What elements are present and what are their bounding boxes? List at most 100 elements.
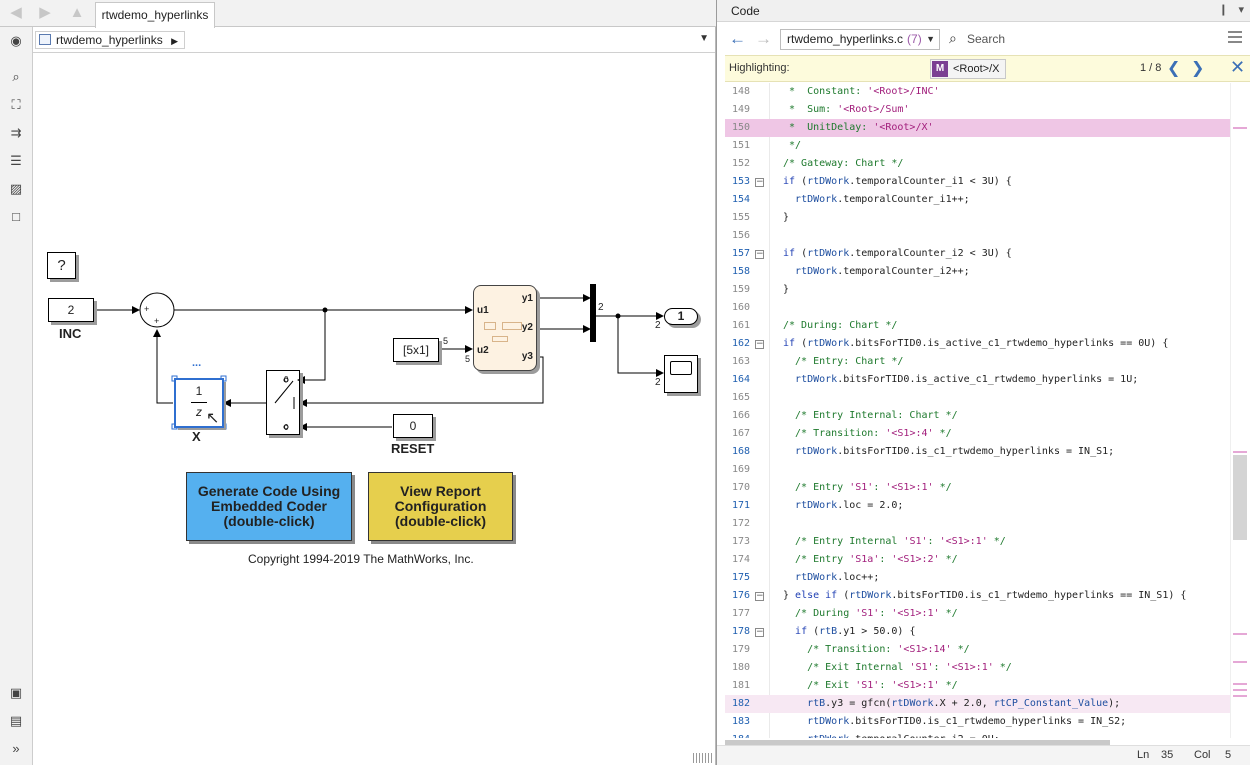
code-line[interactable]: 184 rtDWork.temporalCounter_i2 = 0U; [725,731,1230,738]
line-number[interactable]: 154 [731,194,750,205]
code-line[interactable]: 183 rtDWork.bitsForTID0.is_c1_rtwdemo_hy… [725,713,1230,731]
collapse-icon[interactable]: − [755,177,764,187]
canvas-resize-handle[interactable] [693,753,713,763]
code-hyperlink[interactable]: rtCP_Constant_Value [993,698,1109,709]
code-line[interactable]: 156 [725,227,1230,245]
code-line[interactable]: 153−if (rtDWork.temporalCounter_i1 < 3U)… [725,173,1230,191]
code-hyperlink[interactable]: rtDWork [807,734,849,738]
line-number[interactable]: 157 [731,248,750,259]
annotation-icon[interactable]: ☰ [10,153,22,168]
code-hyperlink[interactable]: rtDWork [849,590,892,601]
arrows-icon[interactable]: ⇉ [10,125,22,140]
code-hyperlink[interactable]: rtDWork [807,248,850,259]
code-line[interactable]: 164 rtDWork.bitsForTID0.is_active_c1_rtw… [725,371,1230,389]
code-line[interactable]: 175 rtDWork.loc++; [725,569,1230,587]
code-hyperlink[interactable]: rtDWork [891,698,934,709]
code-line[interactable]: 155} [725,209,1230,227]
inc-constant-block[interactable]: 2 [48,298,94,322]
image-icon[interactable]: ▨ [9,181,23,196]
back-arrow-icon[interactable]: ◀ [10,4,22,21]
up-arrow-icon[interactable]: ▲ [69,4,85,21]
code-hyperlink[interactable]: rtDWork [795,572,838,583]
view-report-config-button[interactable]: View Report Configuration (double-click) [368,472,513,541]
code-line[interactable]: 149 * Sum: '<Root>/Sum' [725,101,1230,119]
hide-panel-icon[interactable]: ◉ [10,33,22,48]
code-hyperlink[interactable]: rtDWork [795,500,838,511]
file-select[interactable]: rtwdemo_hyperlinks.c(7) ▼ [780,29,940,50]
code-line[interactable]: 176−} else if (rtDWork.bitsForTID0.is_c1… [725,587,1230,605]
fit-to-view-icon[interactable]: ⛶ [11,97,21,112]
code-line[interactable]: 172 [725,515,1230,533]
forward-arrow-icon[interactable]: ▶ [39,4,51,21]
code-hyperlink[interactable]: rtDWork [807,176,850,187]
line-number[interactable]: 171 [731,500,750,511]
previous-highlight-icon[interactable]: ❮ [1167,60,1181,77]
code-line[interactable]: 152/* Gateway: Chart */ [725,155,1230,173]
help-block[interactable]: ? [47,252,76,279]
code-line[interactable]: 179 /* Transition: '<S1>:14' */ [725,641,1230,659]
line-number[interactable]: 158 [731,266,750,277]
panel-menu-icon[interactable]: ▾ [1238,4,1244,16]
collapse-icon[interactable]: − [755,339,764,349]
sum-block[interactable] [139,292,175,328]
unit-delay-block[interactable]: 1 z ↖ [174,378,224,428]
line-number[interactable]: 184 [725,731,750,738]
code-hyperlink[interactable]: rtDWork [807,716,850,727]
code-hyperlink[interactable]: rtDWork [795,446,838,457]
horizontal-scrollbar[interactable] [725,738,1230,746]
code-search-input[interactable]: ⌕ Search [945,29,1215,50]
code-hyperlink[interactable]: rtB [807,698,826,709]
code-line[interactable]: 162−if (rtDWork.bitsForTID0.is_active_c1… [725,335,1230,353]
switch-block[interactable]: 0 0 [266,370,300,435]
next-highlight-icon[interactable]: ❯ [1191,60,1205,77]
code-line[interactable]: 166 /* Entry Internal: Chart */ [725,407,1230,425]
collapse-icon[interactable]: − [755,249,764,259]
generate-code-button[interactable]: Generate Code Using Embedded Coder (doub… [186,472,352,541]
line-number[interactable]: 178 [731,626,750,637]
code-line[interactable]: 151 */ [725,137,1230,155]
code-line[interactable]: 157−if (rtDWork.temporalCounter_i2 < 3U)… [725,245,1230,263]
tab-model[interactable]: rtwdemo_hyperlinks [95,2,215,28]
camera-icon[interactable]: ▣ [9,685,23,700]
vector-constant-block[interactable]: [5x1] [393,338,439,362]
stateflow-chart-block[interactable]: u1 u2 y1 y2 y3 [473,285,537,371]
code-line[interactable]: 160 [725,299,1230,317]
zoom-icon[interactable]: ⌕ [12,69,20,84]
scrollbar-thumb[interactable] [725,740,1110,745]
highlight-tag[interactable]: M<Root>/X [930,59,1007,79]
pane-splitter[interactable] [716,0,717,765]
line-number[interactable]: 168 [731,446,750,457]
code-line[interactable]: 167 /* Transition: '<S1>:4' */ [725,425,1230,443]
code-forward-icon[interactable]: → [755,29,772,48]
code-hyperlink[interactable]: rtB [819,626,838,637]
line-number[interactable]: 176 [731,590,750,601]
code-line[interactable]: 177 /* During 'S1': '<S1>:1' */ [725,605,1230,623]
area-icon[interactable]: □ [12,209,20,224]
code-line[interactable]: 180 /* Exit Internal 'S1': '<S1>:1' */ [725,659,1230,677]
code-line[interactable]: 173 /* Entry Internal 'S1': '<S1>:1' */ [725,533,1230,551]
scope-block[interactable] [664,355,698,393]
mux-block[interactable] [590,284,596,342]
code-line[interactable]: 170 /* Entry 'S1': '<S1>:1' */ [725,479,1230,497]
line-number[interactable]: 164 [731,374,750,385]
code-line[interactable]: 174 /* Entry 'S1a': '<S1>:2' */ [725,551,1230,569]
code-hyperlink[interactable]: rtDWork [795,374,838,385]
code-line[interactable]: 181 /* Exit 'S1': '<S1>:1' */ [725,677,1230,695]
code-line[interactable]: 148 * Constant: '<Root>/INC' [725,83,1230,101]
model-canvas[interactable]: ? 2 INC + + ... 1 z ↖ X 0 0 0 RESET [5x1… [34,54,715,765]
line-number[interactable]: 183 [731,716,750,727]
code-line[interactable]: 182 rtB.y3 = gfcn(rtDWork.X + 2.0, rtCP_… [725,695,1230,713]
outport-block[interactable]: 1 [664,308,698,325]
code-line[interactable]: 178− if (rtB.y1 > 50.0) { [725,623,1230,641]
line-number[interactable]: 162 [731,338,750,349]
model-browser-icon[interactable]: ▤ [9,713,23,728]
breadcrumb[interactable]: rtwdemo_hyperlinks ▶ [35,31,185,49]
code-hyperlink[interactable]: rtDWork [807,338,850,349]
close-icon[interactable]: ✕ [1230,57,1246,77]
code-line[interactable]: 150 * UnitDelay: '<Root>/X' [725,119,1230,137]
code-line[interactable]: 168 rtDWork.bitsForTID0.is_c1_rtwdemo_hy… [725,443,1230,461]
vertical-scrollbar[interactable] [1230,83,1250,738]
code-line[interactable]: 165 [725,389,1230,407]
scrollbar-thumb[interactable] [1233,455,1247,540]
code-hyperlink[interactable]: rtDWork [795,266,838,277]
